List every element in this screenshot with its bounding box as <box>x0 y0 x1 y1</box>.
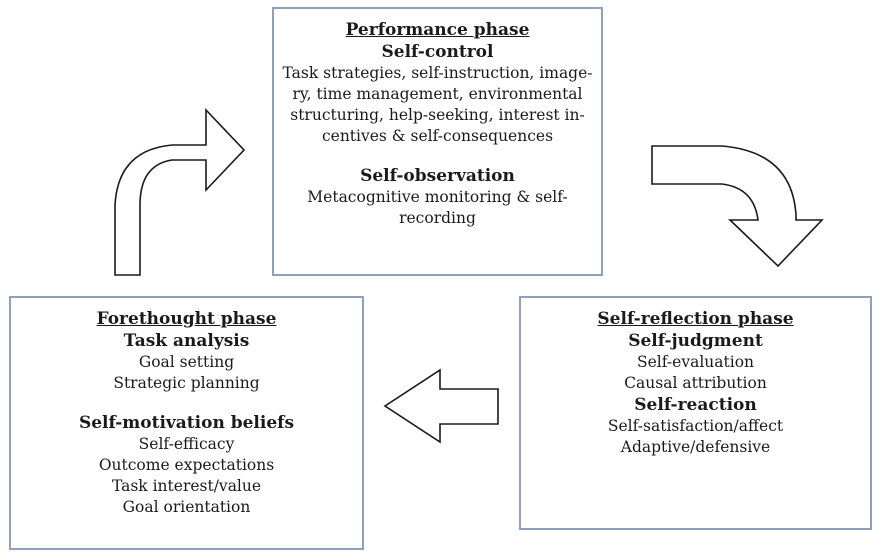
self-observation-line: recording <box>399 209 476 227</box>
performance-phase-title: Performance phase <box>345 20 530 40</box>
self-motivation-line: Outcome expectations <box>98 456 275 474</box>
self-reaction-line: Self-satisfaction/affect <box>607 417 784 435</box>
task-analysis-line: Strategic planning <box>113 374 260 392</box>
curved-arrow-down-icon <box>651 145 824 268</box>
self-reflection-phase-title: Self-reflection phase <box>597 309 794 329</box>
task-analysis-heading: Task analysis <box>123 331 250 351</box>
curved-arrow-up-right-icon <box>114 107 246 276</box>
self-reaction-heading: Self-reaction <box>634 395 757 415</box>
self-judgment-line: Self-evaluation <box>636 353 755 371</box>
self-control-line: structuring, help-seeking, interest in- <box>290 106 585 124</box>
self-observation-line: Metacognitive monitoring & self- <box>307 188 568 206</box>
self-judgment-line: Causal attribution <box>624 374 767 392</box>
self-motivation-beliefs-heading: Self-motivation beliefs <box>78 413 295 433</box>
self-control-heading: Self-control <box>381 42 494 62</box>
self-control-line: ry, time management, environmental <box>292 85 583 103</box>
self-control-line: centives & self-consequences <box>321 127 554 145</box>
forethought-phase-title: Forethought phase <box>96 309 277 329</box>
self-motivation-line: Goal orientation <box>122 498 251 516</box>
performance-phase-box: Performance phase Self-control Task stra… <box>272 7 603 276</box>
self-motivation-line: Task interest/value <box>111 477 262 495</box>
self-control-line: Task strategies, self-instruction, image… <box>282 64 593 82</box>
self-reflection-phase-box: Self-reflection phase Self-judgment Self… <box>519 296 872 530</box>
self-judgment-heading: Self-judgment <box>628 331 763 351</box>
left-arrow-icon <box>383 368 499 444</box>
task-analysis-line: Goal setting <box>138 353 235 371</box>
self-motivation-line: Self-efficacy <box>138 435 235 453</box>
self-reaction-line: Adaptive/defensive <box>620 438 771 456</box>
forethought-phase-box: Forethought phase Task analysis Goal set… <box>9 296 364 550</box>
self-observation-heading: Self-observation <box>360 166 515 186</box>
